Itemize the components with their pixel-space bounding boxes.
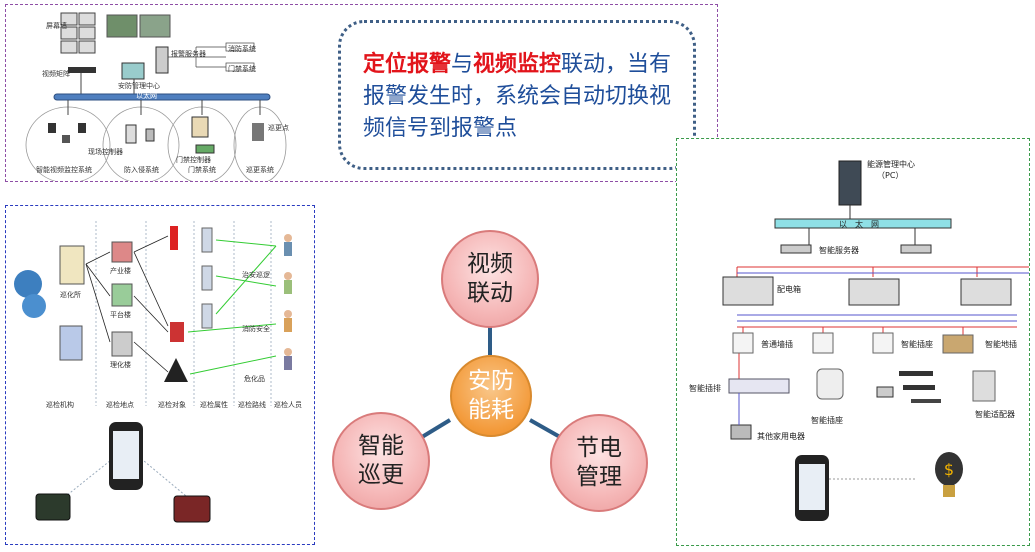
- smart-socket-label: 智能插座: [901, 340, 933, 349]
- door-icon: [201, 303, 213, 329]
- energy-panel: $ 能源管理中心 （PC） 以 太 网 智能服务器 配电箱 普通墙插 智能插座 …: [676, 138, 1030, 546]
- door-icon: [201, 265, 213, 291]
- net-label: 门禁系统: [188, 166, 216, 174]
- wall-socket-label: 普通墙插: [761, 340, 793, 349]
- building-icon: [59, 325, 83, 361]
- net-label: 防入侵系统: [124, 166, 159, 174]
- patrol-column-label: 巡检对象: [158, 401, 186, 409]
- energy-diagram: $: [722, 160, 1029, 497]
- ethernet-bar: [774, 218, 952, 229]
- callout-highlight-2: 视频监控: [473, 52, 562, 77]
- desktop-pc-icon: [730, 424, 752, 440]
- server-icon: [780, 244, 812, 254]
- extinguisher-icon: [170, 226, 178, 250]
- wall-socket-icon: [812, 332, 834, 354]
- power-strip-label: 智能插排: [689, 384, 721, 393]
- patrol-diagram: [14, 221, 292, 523]
- patrol-column-label: 巡检地点: [106, 401, 134, 409]
- alarm-server-icon: [155, 46, 169, 74]
- server-icon: [900, 244, 932, 254]
- air-conditioner-icon: [876, 386, 894, 398]
- building-icon: [111, 331, 133, 357]
- net-label: 消防系统: [228, 45, 256, 53]
- ethernet-bus: [53, 93, 271, 101]
- security-network-diagram: [25, 12, 287, 181]
- pc-tower-icon: [838, 160, 862, 206]
- building-icon: [59, 245, 85, 285]
- radiation-icon: [164, 358, 188, 382]
- net-label: 报警服务器: [171, 50, 206, 58]
- distribution-cabinet-icon: [960, 278, 1012, 306]
- building-icon: [111, 283, 133, 307]
- net-label: 安防管理中心: [118, 82, 160, 90]
- net-label: 巡更系统: [246, 166, 274, 174]
- callout-highlight-1: 定位报警: [363, 52, 452, 77]
- management-pc-icon: [121, 62, 145, 80]
- light-bulb-icon: [935, 452, 963, 486]
- power-saving-node: 节电 管理: [550, 414, 648, 512]
- security-energy-hub: 安防 能耗: [450, 355, 532, 437]
- building-icon: [111, 241, 133, 263]
- net-label: 现场控制器: [88, 148, 123, 156]
- patrol-node-label: 巡化所: [60, 291, 81, 299]
- patrol-panel: 巡化所 产业楼 平台楼 理化楼 治安巡逻 消防安全 危化品 巡检机构 巡检地点 …: [5, 205, 315, 545]
- video-thumbnail-2: [139, 14, 171, 38]
- video-linkage-node: 视频 联动: [441, 230, 539, 328]
- power-strip-icon: [728, 378, 790, 394]
- energy-center-sub: （PC）: [877, 171, 904, 180]
- smart-patrol-node: 智能 巡更: [332, 412, 430, 510]
- callout-text-1: 与: [451, 52, 474, 77]
- wall-socket-icon: [732, 332, 754, 354]
- patrol-reader-icon: [35, 493, 71, 521]
- patrol-column-label: 巡检机构: [46, 401, 74, 409]
- patrol-attr-label: 消防安全: [242, 325, 270, 333]
- adapter-label: 智能适配器: [975, 410, 1015, 419]
- patrol-attr-label: 治安巡逻: [242, 271, 270, 279]
- hazard-icon: [170, 322, 184, 342]
- floor-socket-label: 智能地插: [985, 340, 1017, 349]
- patrol-column-label: 巡检路线: [238, 401, 266, 409]
- ethernet-label: 以 太 网: [839, 220, 879, 229]
- energy-center-title: 能源管理中心: [867, 160, 915, 169]
- appliances-label: 其他家用电器: [757, 432, 805, 441]
- smart-plug-label: 智能插座: [811, 416, 843, 425]
- patrol-reader-icon: [173, 495, 211, 523]
- hub-connectors: [420, 325, 561, 439]
- net-label: 屏幕墙: [46, 22, 67, 30]
- door-icon: [201, 227, 213, 253]
- server-label: 智能服务器: [819, 246, 859, 255]
- smart-plug-icon: [816, 368, 844, 400]
- distribution-cabinet-icon: [848, 278, 900, 306]
- linkage-callout: 定位报警与视频监控联动，当有报警发生时，系统会自动切换视频信号到报警点: [338, 20, 696, 170]
- net-label: 智能视频监控系统: [36, 166, 92, 174]
- distribution-cabinet-icon: [722, 276, 774, 306]
- cabinet-label: 配电箱: [777, 285, 801, 294]
- net-label: 巡更点: [268, 124, 289, 132]
- smart-socket-icon: [872, 332, 894, 354]
- smartphone-icon: [795, 455, 829, 521]
- video-thumbnail-1: [106, 14, 138, 38]
- security-network-panel: 屏幕墙 视频矩阵 报警服务器 消防系统 门禁系统 安防管理中心 智能视频监控系统…: [5, 4, 718, 182]
- globe-icon: [14, 270, 42, 298]
- monitor-wall-icon: [60, 12, 96, 54]
- smart-adapter-icon: [972, 370, 996, 402]
- globe-icon: [22, 294, 46, 318]
- net-label: 视频矩阵: [42, 70, 70, 78]
- svg-text:$: $: [944, 460, 954, 479]
- net-label: 门禁控制器: [176, 156, 211, 164]
- video-matrix-icon: [68, 67, 96, 73]
- net-label: 以太网: [136, 92, 157, 100]
- patrol-column-label: 巡检属性: [200, 401, 228, 409]
- patrol-node-label: 产业楼: [110, 267, 131, 275]
- patrol-attr-label: 危化品: [244, 375, 265, 383]
- smartphone-icon: [109, 422, 143, 490]
- patrol-node-label: 平台楼: [110, 311, 131, 319]
- patrol-node-label: 理化楼: [110, 361, 131, 369]
- floor-socket-icon: [942, 334, 974, 354]
- net-label: 门禁系统: [228, 65, 256, 73]
- callout-text-2: 联动，当有报警发生时，系统会自动切换视频信号到报警点: [363, 52, 672, 141]
- patrol-column-label: 巡检人员: [274, 401, 302, 409]
